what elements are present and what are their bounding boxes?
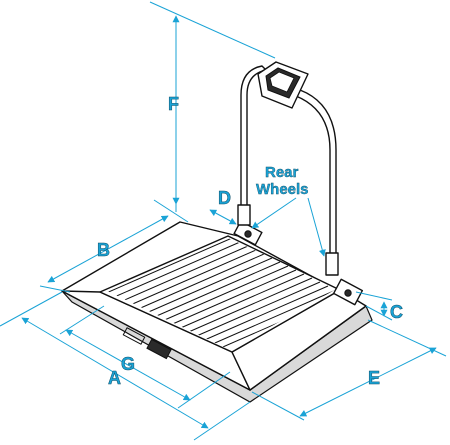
rear-wheel-left bbox=[233, 220, 263, 246]
handrail-post bbox=[237, 61, 339, 276]
handrail-collar-left bbox=[237, 204, 251, 226]
dimension-label-b: B bbox=[97, 240, 110, 260]
dimension-label-a: A bbox=[108, 368, 121, 388]
handrail-collar-right bbox=[325, 252, 339, 276]
rear-wheel-right bbox=[332, 278, 364, 306]
rear-wheels-label-line2: Wheels bbox=[256, 181, 309, 198]
dimension-label-g: G bbox=[121, 354, 135, 374]
dimension-label-d: D bbox=[218, 188, 231, 208]
dimension-label-e: E bbox=[368, 368, 380, 388]
rear-wheels-label-line1: Rear bbox=[265, 164, 299, 181]
dimension-label-c: C bbox=[390, 302, 403, 322]
dimension-label-f: F bbox=[168, 94, 179, 114]
display-head bbox=[257, 61, 309, 109]
